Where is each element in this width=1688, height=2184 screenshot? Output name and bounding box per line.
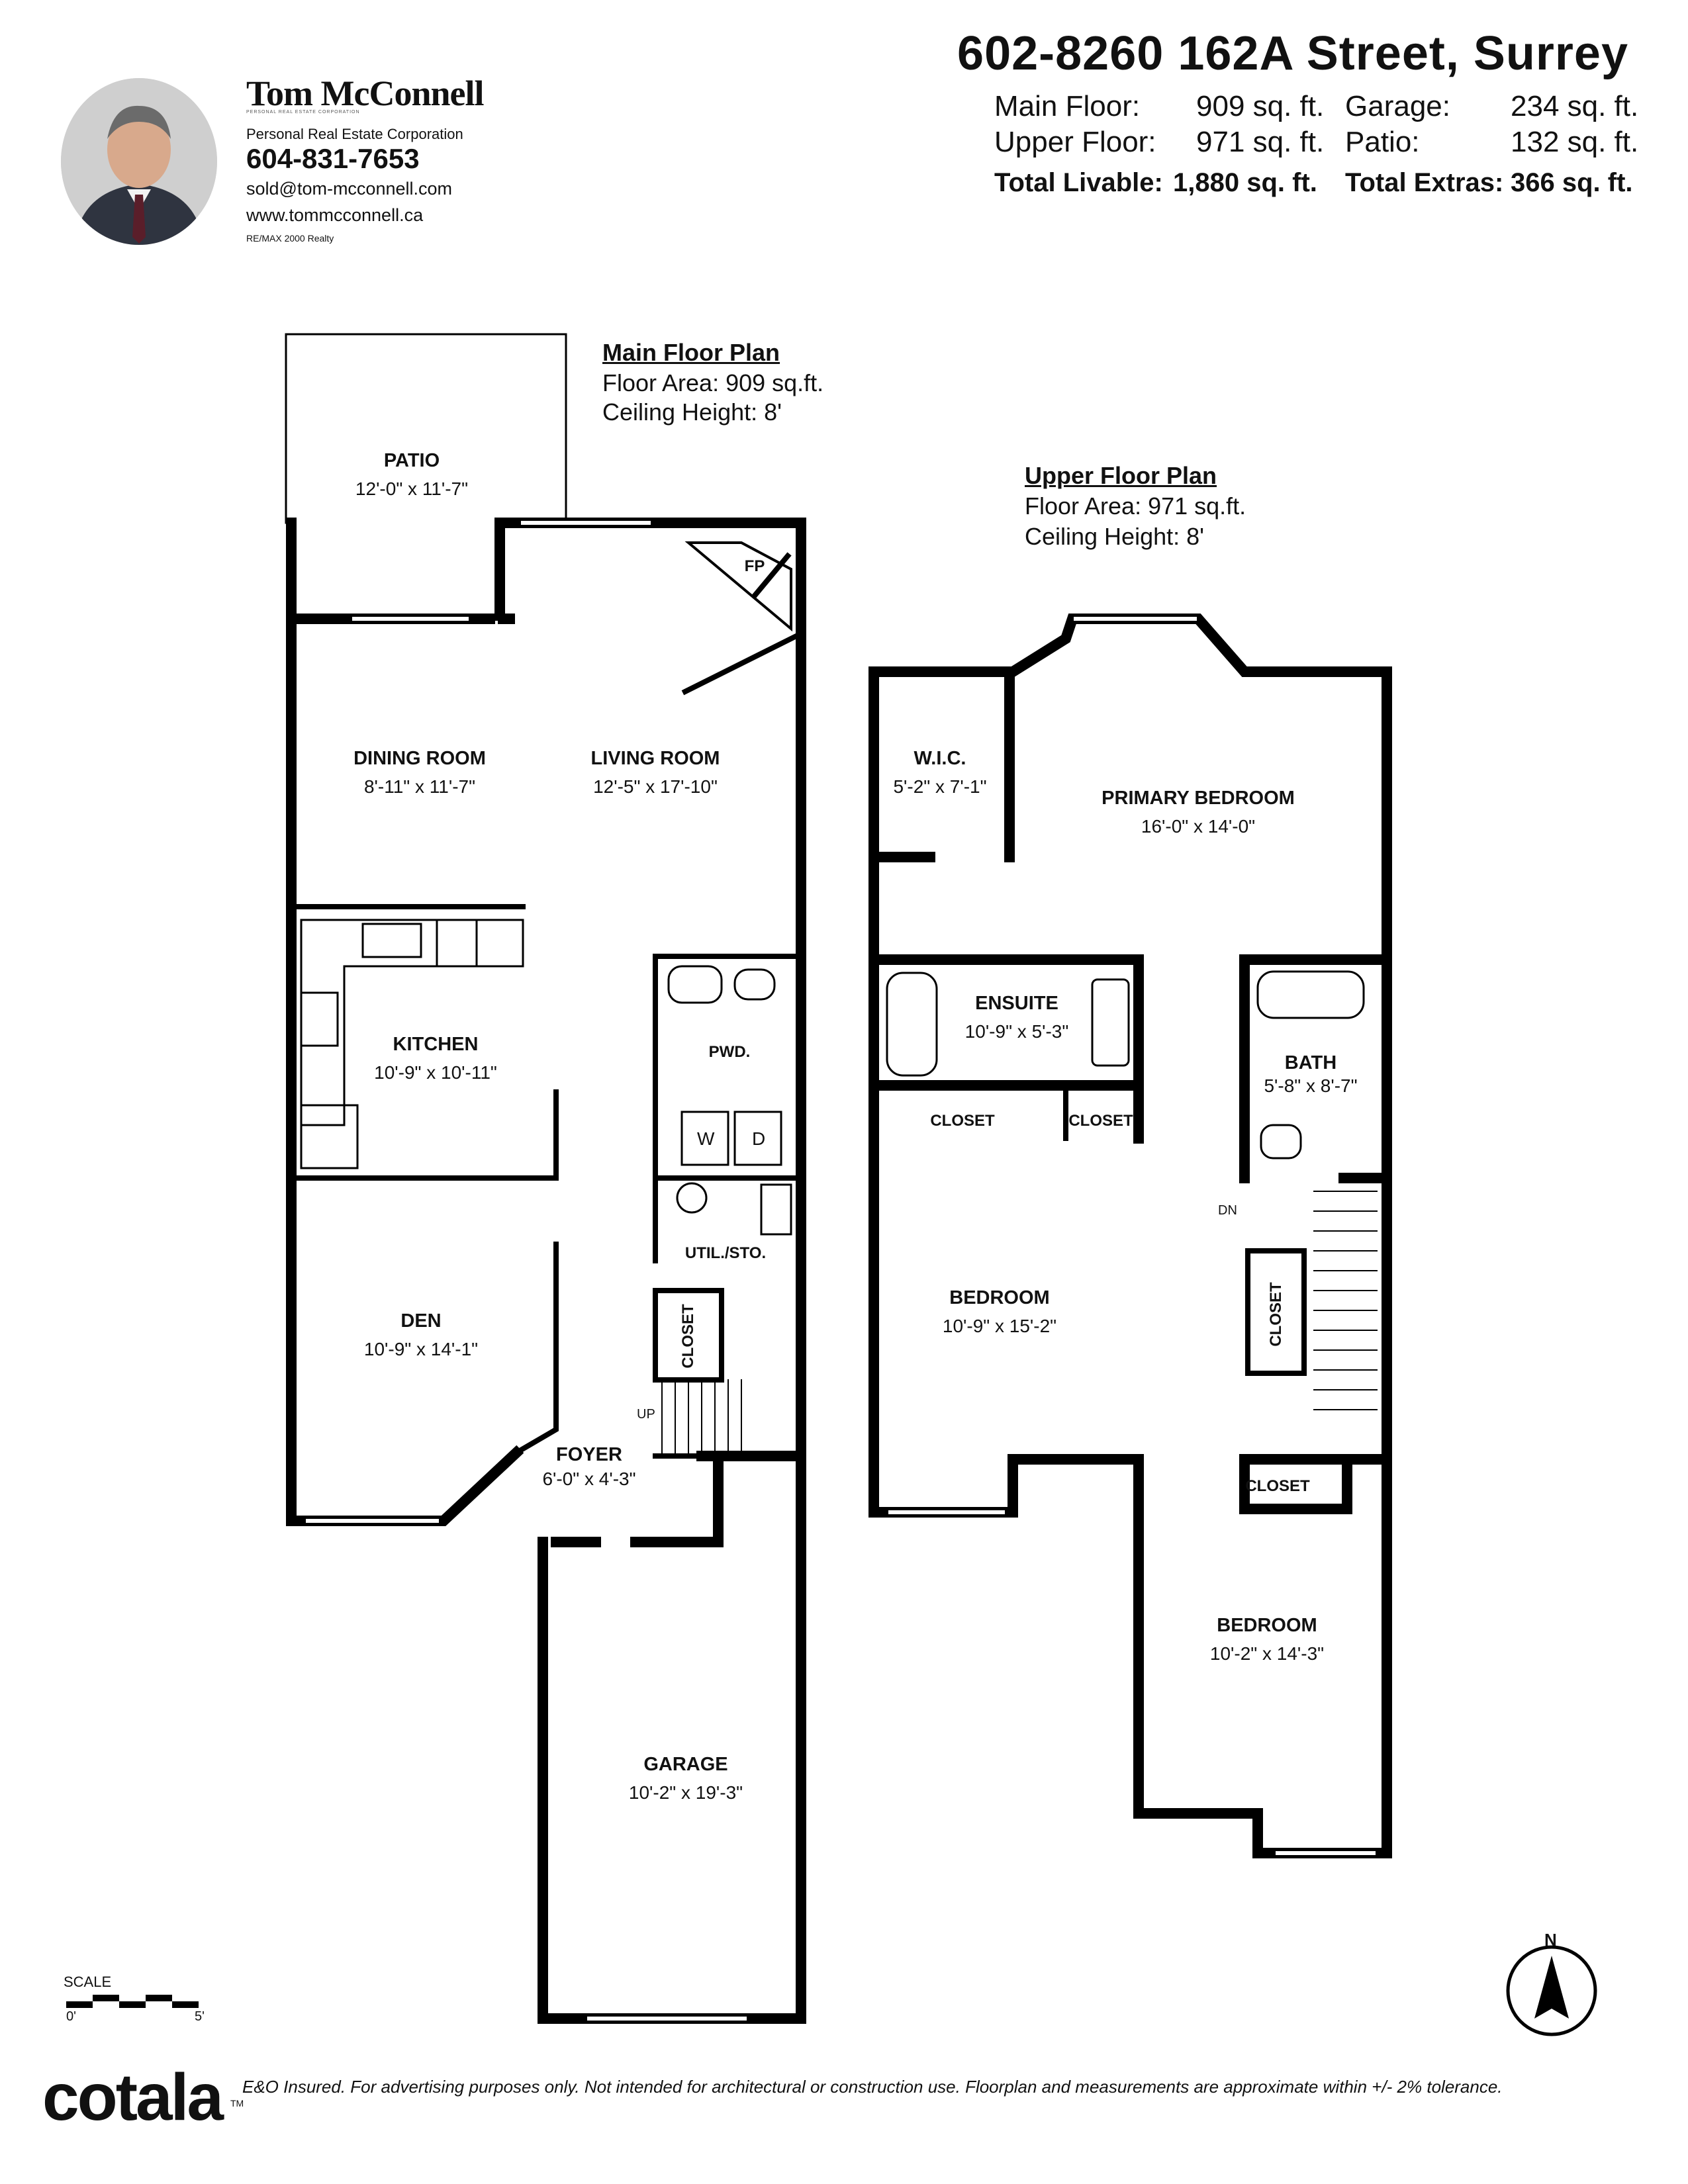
agent-website[interactable]: www.tommcconnell.ca — [246, 205, 424, 225]
north-arrow — [1506, 1945, 1597, 2036]
agent-corporation: Personal Real Estate Corporation — [246, 126, 463, 142]
room-walk-in-closet: W.I.C. 5'-2" x 7'-1" — [893, 748, 987, 797]
scale-label: SCALE — [64, 1974, 112, 1990]
patio-outline — [285, 333, 567, 524]
main-floor-interior — [289, 552, 802, 1459]
room-bath: BATH 5'-8" x 8'-7" — [1264, 1052, 1358, 1096]
agent-photo — [61, 78, 217, 245]
disclaimer-text: E&O Insured. For advertising purposes on… — [242, 2077, 1503, 2097]
room-kitchen: KITCHEN 10'-9" x 10'-11" — [374, 1034, 497, 1083]
closet-label-1: CLOSET — [930, 1112, 995, 1130]
main-floor-area: Floor Area: 909 sq.ft. — [602, 369, 824, 396]
area-label: Main Floor: — [994, 90, 1141, 122]
cotala-logo: cotala — [42, 2060, 224, 2134]
room-primary-bedroom: PRIMARY BEDROOM 16'-0" x 14'-0" — [1102, 788, 1295, 837]
area-value: 909 sq. ft. — [1196, 90, 1325, 122]
closet-label-4: CLOSET — [1245, 1477, 1310, 1495]
scale-end: 5' — [195, 2009, 205, 2024]
utility-label: UTIL./STO. — [684, 1244, 767, 1262]
area-label: Upper Floor: — [994, 126, 1156, 158]
closet-label-3: CLOSET — [1267, 1282, 1285, 1347]
room-bedroom-3: BEDROOM 10'-2" x 14'-3" — [1209, 1615, 1325, 1664]
scale-bar — [66, 1995, 199, 2008]
agent-tagline: PERSONAL REAL ESTATE CORPORATION — [246, 110, 360, 114]
upper-floor-interior — [1063, 1083, 1307, 1376]
total-livable-value: 1,880 sq. ft. — [1173, 168, 1317, 197]
area-value: 234 sq. ft. — [1511, 90, 1639, 122]
area-label: Garage: — [1345, 90, 1450, 122]
total-livable-label: Total Livable: — [994, 168, 1163, 197]
fireplace-label: FP — [744, 557, 765, 575]
scale-start: 0' — [66, 2009, 76, 2024]
dryer-label: D — [752, 1128, 766, 1149]
main-floor-ceiling: Ceiling Height: 8' — [602, 398, 782, 426]
area-row-2: Upper Floor: 971 sq. ft. Patio: 132 sq. … — [994, 126, 1639, 161]
upper-floor-title: Upper Floor Plan — [1025, 462, 1217, 489]
main-closet-label: CLOSET — [679, 1304, 697, 1369]
main-floor-title: Main Floor Plan — [602, 339, 780, 366]
north-label: N — [1544, 1930, 1557, 1950]
area-row-1: Main Floor: 909 sq. ft. Garage: 234 sq. … — [994, 90, 1639, 126]
room-patio: PATIO 12'-0" x 11'-7" — [355, 450, 469, 499]
total-extras-label: Total Extras: — [1345, 168, 1504, 197]
room-ensuite: ENSUITE 10'-9" x 5'-3" — [964, 993, 1069, 1042]
total-extras-value: 366 sq. ft. — [1511, 168, 1633, 197]
room-den: DEN 10'-9" x 14'-1" — [363, 1310, 479, 1359]
powder-room-label: PWD. — [708, 1043, 751, 1061]
stairs-up-label: UP — [637, 1407, 655, 1422]
agent-phone[interactable]: 604-831-7653 — [246, 143, 420, 174]
area-value: 971 sq. ft. — [1196, 126, 1325, 158]
agent-brokerage: RE/MAX 2000 Realty — [246, 233, 334, 244]
room-garage: GARAGE 10'-2" x 19'-3" — [628, 1754, 743, 1803]
closet-label-2: CLOSET — [1068, 1112, 1133, 1130]
washer-label: W — [697, 1128, 715, 1149]
upper-floor-area: Floor Area: 971 sq.ft. — [1025, 492, 1246, 520]
room-bedroom-2: BEDROOM 10'-9" x 15'-2" — [942, 1287, 1057, 1336]
area-value: 132 sq. ft. — [1511, 126, 1639, 158]
area-label: Patio: — [1345, 126, 1420, 158]
agent-name: Tom McConnell — [246, 73, 485, 113]
agent-email[interactable]: sold@tom-mcconnell.com — [246, 179, 453, 199]
property-address: 602-8260 162A Street, Surrey — [957, 27, 1628, 80]
room-foyer: FOYER 6'-0" x 4'-3" — [542, 1444, 636, 1489]
room-living: LIVING ROOM 12'-5" x 17'-10" — [590, 748, 720, 797]
room-dining: DINING ROOM 8'-11" x 11'-7" — [353, 748, 486, 797]
logo-trademark: TM — [230, 2098, 244, 2109]
stairs-down-label: DN — [1218, 1203, 1237, 1218]
upper-floor-ceiling: Ceiling Height: 8' — [1025, 523, 1205, 550]
area-row-totals: Total Livable: 1,880 sq. ft. Total Extra… — [994, 168, 1636, 204]
